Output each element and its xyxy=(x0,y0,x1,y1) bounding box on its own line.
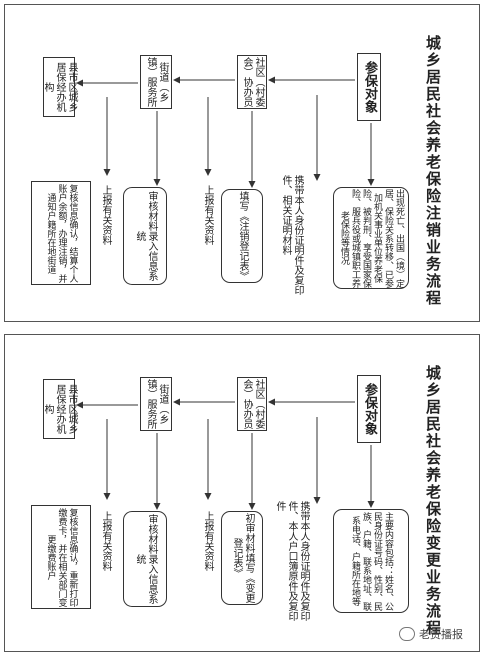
node-street: 街道（乡镇）服务所 xyxy=(140,55,172,109)
node-form: 填写《注销登记表》 xyxy=(221,189,263,283)
node-final: 复核信息确认，结算个人账户余额，办理注销，并通知户籍所在地街道 xyxy=(31,181,91,285)
node-form: 初审材料填写《变更登记表》 xyxy=(221,511,263,605)
panel-cancellation: 城乡居民社会养老保险注销业务流程 参保对象 社区（村委会）协办员 街道（乡镇）服… xyxy=(4,4,480,322)
flow-arrows xyxy=(76,76,375,188)
report-text-2: 上报有关资料 xyxy=(100,511,111,571)
panel-title: 城乡居民社会养老保险变更业务流程 xyxy=(424,365,442,637)
carry-text: 携带本人身份证明件及复印件、相关证明材料 xyxy=(280,175,303,295)
node-review: 审核材料录入信息系统 xyxy=(123,187,167,285)
node-final: 复核信息确认，重新打印缴费卡，并在相关部门变更缴费账户 xyxy=(31,505,91,609)
report-text-1: 上报有关资料 xyxy=(202,185,213,245)
report-text-2: 上报有关资料 xyxy=(100,185,111,245)
panel-change: 城乡居民社会养老保险变更业务流程 参保对象 社区（村委会）协办员 街道（乡镇）服… xyxy=(4,334,480,652)
node-review: 审核材料录入信息系统 xyxy=(123,511,167,607)
node-start: 参保对象 xyxy=(357,53,381,121)
wechat-icon xyxy=(399,627,415,641)
node-desc: 主要内容包括：姓名、公民身份证号码、性别、民族、户籍、联系地址、联系电话、户籍所… xyxy=(333,509,409,613)
node-street: 街道（乡镇）服务所 xyxy=(140,377,172,431)
carry-text: 携带本人身份证明件及复印件、本人户口簿原件及复印件 xyxy=(274,501,309,621)
node-community: 社区（村委会）协办员 xyxy=(237,377,267,431)
node-desc: 出现死亡、出国（境）定居、保险关系转移、已参加机关事业单位养老保险、被判刑、享受… xyxy=(333,187,409,289)
node-district: 县市区城乡居保经办机构 xyxy=(42,57,77,117)
panel-title: 城乡居民社会养老保险注销业务流程 xyxy=(424,35,442,307)
watermark: 老贾播报 xyxy=(399,626,463,642)
watermark-text: 老贾播报 xyxy=(419,628,463,641)
node-start: 参保对象 xyxy=(357,375,381,443)
flow-arrows xyxy=(76,398,375,510)
report-text-1: 上报有关资料 xyxy=(202,511,213,571)
node-district: 县市区城乡居保经办机构 xyxy=(42,379,77,439)
node-community: 社区（村委会）协办员 xyxy=(237,55,267,109)
